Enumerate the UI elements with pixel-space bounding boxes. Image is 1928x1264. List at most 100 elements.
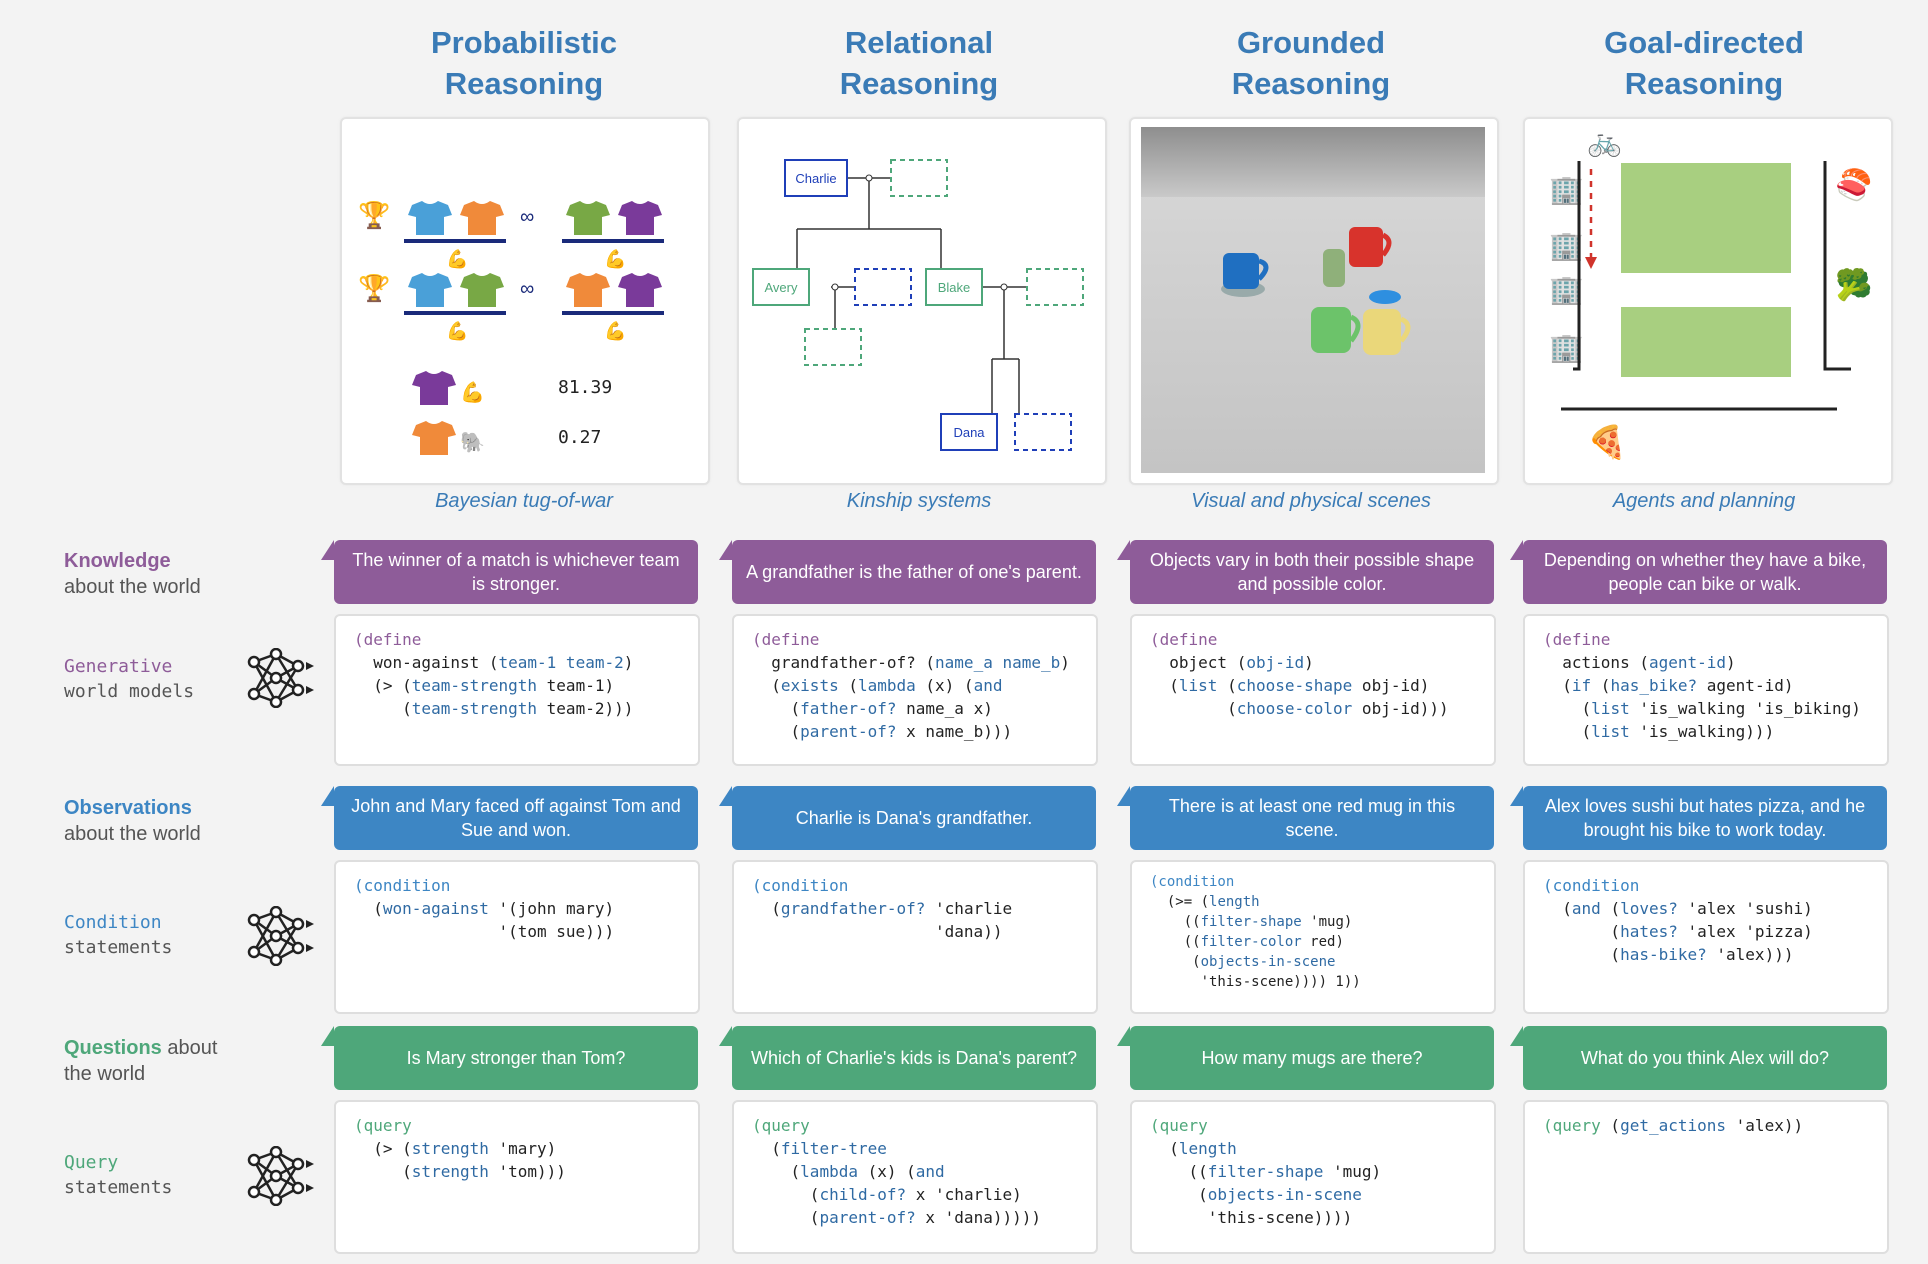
caption-relational: Kinship systems bbox=[846, 490, 992, 512]
banner-text: Objects vary in both their possible shap… bbox=[1149, 550, 1475, 594]
trophy-icon: 🏆 bbox=[358, 200, 390, 230]
title-line2: Reasoning bbox=[1231, 66, 1391, 101]
question-banner-probabilistic: Is Mary stronger than Tom? bbox=[321, 1026, 698, 1090]
svg-text:💪: 💪 bbox=[446, 248, 468, 269]
tug-of-war-panel: 🏆 💪 ∞ 💪 🏆 💪 ∞ 💪 💪 🐘 81.39 0.27 bbox=[340, 117, 710, 485]
observation-banner-probabilistic: John and Mary faced off against Tom and … bbox=[321, 786, 698, 850]
trophy-icon: 🏆 bbox=[358, 273, 390, 303]
observations-label: Observations about the world bbox=[64, 795, 201, 847]
knowledge-banner-goal-directed: Depending on whether they have a bike, p… bbox=[1510, 540, 1887, 604]
query-line1: Query bbox=[64, 1152, 119, 1173]
condition-line1: Condition bbox=[64, 912, 162, 933]
condition-label: Condition statements bbox=[64, 910, 172, 960]
condition-line2: statements bbox=[64, 937, 173, 958]
svg-text:🐘: 🐘 bbox=[460, 431, 485, 454]
observations-heading: Observations bbox=[64, 797, 192, 819]
svg-text:∞: ∞ bbox=[520, 206, 534, 228]
node-charlie: Charlie bbox=[795, 171, 836, 186]
column-title-relational: Relational Reasoning bbox=[729, 22, 1109, 104]
knowledge-heading: Knowledge bbox=[64, 550, 171, 572]
knowledge-banner-grounded: Objects vary in both their possible shap… bbox=[1117, 540, 1494, 604]
generative-line2: world models bbox=[64, 681, 195, 702]
generative-line1: Generative bbox=[64, 656, 173, 677]
sushi-icon: 🍣 bbox=[1835, 166, 1872, 202]
query-code-probabilistic: (query (> (strength 'mary) (strength 'to… bbox=[334, 1100, 700, 1254]
family-tree: Charlie Avery Blake Dana bbox=[752, 159, 1084, 451]
banner-text: Depending on whether they have a bike, p… bbox=[1543, 550, 1867, 594]
banner-text: A grandfather is the father of one's par… bbox=[746, 562, 1082, 582]
observation-banner-relational: Charlie is Dana's grandfather. bbox=[719, 786, 1096, 850]
caption-probabilistic: Bayesian tug-of-war bbox=[435, 490, 613, 512]
query-code-goal-directed: (query (get_actions 'alex)) bbox=[1523, 1100, 1889, 1254]
kinship-panel: Charlie Avery Blake Dana bbox=[737, 117, 1107, 485]
title-line2: Reasoning bbox=[1624, 66, 1784, 101]
questions-subtext: the world bbox=[64, 1063, 146, 1085]
node-blake: Blake bbox=[938, 280, 971, 295]
caption-goal-directed: Agents and planning bbox=[1612, 490, 1796, 512]
svg-text:∞: ∞ bbox=[520, 278, 534, 300]
questions-about: about bbox=[161, 1037, 218, 1059]
query-label: Query statements bbox=[64, 1150, 172, 1200]
knowledge-banner-relational: A grandfather is the father of one's par… bbox=[719, 540, 1096, 604]
svg-text:💪: 💪 bbox=[604, 248, 626, 269]
banner-text: There is at least one red mug in this sc… bbox=[1168, 796, 1456, 840]
define-code-probabilistic: (define won-against (team-1 team-2) (> (… bbox=[334, 614, 700, 766]
question-banner-grounded: How many mugs are there? bbox=[1117, 1026, 1494, 1090]
banner-text: John and Mary faced off against Tom and … bbox=[351, 796, 681, 840]
questions-heading: Questions bbox=[64, 1037, 162, 1059]
knowledge-subtext: about the world bbox=[64, 576, 201, 598]
title-line1: Relational bbox=[844, 25, 994, 60]
knowledge-label: Knowledge about the world bbox=[64, 548, 201, 600]
banner-text: Which of Charlie's kids is Dana's parent… bbox=[750, 1048, 1077, 1068]
node-dana: Dana bbox=[953, 425, 985, 440]
column-title-probabilistic: Probabilistic Reasoning bbox=[334, 22, 714, 104]
tug-of-war-illustration: 🏆 💪 ∞ 💪 🏆 💪 ∞ 💪 💪 🐘 bbox=[358, 200, 664, 455]
knowledge-banner-probabilistic: The winner of a match is whichever team … bbox=[321, 540, 698, 604]
title-line2: Reasoning bbox=[839, 66, 999, 101]
banner-text: What do you think Alex will do? bbox=[1580, 1048, 1830, 1068]
svg-text:💪: 💪 bbox=[604, 320, 626, 341]
column-title-goal-directed: Goal-directed Reasoning bbox=[1514, 22, 1894, 104]
condition-code-grounded: (condition (>= (length ((filter-shape 'm… bbox=[1130, 860, 1496, 1014]
generative-label: Generative world models bbox=[64, 654, 194, 704]
banner-text: Alex loves sushi but hates pizza, and he… bbox=[1544, 796, 1866, 840]
neural-network-icon bbox=[247, 906, 314, 966]
banner-text: Is Mary stronger than Tom? bbox=[406, 1048, 626, 1068]
define-code-goal-directed: (define actions (agent-id) (if (has_bike… bbox=[1523, 614, 1889, 766]
query-code-relational: (query (filter-tree (lambda (x) (and (ch… bbox=[732, 1100, 1098, 1254]
query-line2: statements bbox=[64, 1177, 173, 1198]
observation-banner-goal-directed: Alex loves sushi but hates pizza, and he… bbox=[1510, 786, 1887, 850]
questions-label: Questions about the world bbox=[64, 1035, 217, 1087]
pizza-icon: 🍕 bbox=[1587, 424, 1627, 460]
define-code-relational: (define grandfather-of? (name_a name_b) … bbox=[732, 614, 1098, 766]
broccoli-icon: 🥦 bbox=[1835, 266, 1872, 303]
strength-value: 81.39 bbox=[558, 377, 613, 398]
banner-text: How many mugs are there? bbox=[1201, 1048, 1423, 1068]
planning-map: 🚲 🏢 🏢 🏢 🏢 🍣 🥦 🍕 bbox=[1549, 126, 1872, 460]
svg-text:💪: 💪 bbox=[460, 380, 485, 404]
question-banner-relational: Which of Charlie's kids is Dana's parent… bbox=[719, 1026, 1096, 1090]
visual-scene-panel bbox=[1129, 117, 1499, 485]
observation-banner-grounded: There is at least one red mug in this sc… bbox=[1117, 786, 1494, 850]
title-line1: Probabilistic bbox=[430, 25, 618, 60]
condition-code-probabilistic: (condition (won-against '(john mary) '(t… bbox=[334, 860, 700, 1014]
banner-text: The winner of a match is whichever team … bbox=[352, 550, 680, 594]
title-line1: Grounded bbox=[1236, 25, 1386, 60]
laziness-value: 0.27 bbox=[558, 427, 602, 448]
column-title-grounded: Grounded Reasoning bbox=[1121, 22, 1501, 104]
observations-subtext: about the world bbox=[64, 823, 201, 845]
neural-network-icon bbox=[247, 648, 314, 708]
question-banner-goal-directed: What do you think Alex will do? bbox=[1510, 1026, 1887, 1090]
condition-code-relational: (condition (grandfather-of? 'charlie 'da… bbox=[732, 860, 1098, 1014]
caption-grounded: Visual and physical scenes bbox=[1191, 490, 1431, 512]
title-line1: Goal-directed bbox=[1604, 25, 1804, 60]
banner-text: Charlie is Dana's grandfather. bbox=[795, 808, 1033, 828]
neural-network-icon bbox=[247, 1146, 314, 1206]
title-line2: Reasoning bbox=[444, 66, 604, 101]
svg-text:💪: 💪 bbox=[446, 320, 468, 341]
bicycle-icon: 🚲 bbox=[1587, 126, 1622, 158]
query-code-grounded: (query (length ((filter-shape 'mug) (obj… bbox=[1130, 1100, 1496, 1254]
define-code-grounded: (define object (obj-id) (list (choose-sh… bbox=[1130, 614, 1496, 766]
node-avery: Avery bbox=[765, 280, 798, 295]
planning-panel: 🚲 🏢 🏢 🏢 🏢 🍣 🥦 🍕 bbox=[1523, 117, 1893, 485]
